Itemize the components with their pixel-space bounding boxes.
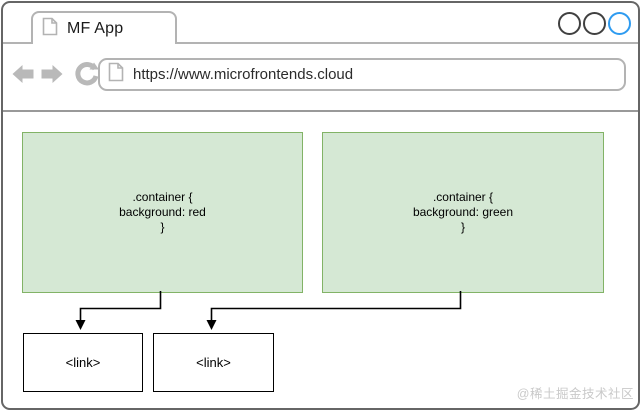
link-tag-box-1: <link> [23,333,143,392]
browser-tab[interactable]: MF App [31,11,177,44]
css-code-line: .container { [432,190,494,204]
css-code-line: .container { [132,190,193,204]
window-control-circle-2[interactable] [583,12,606,35]
url-text: https://www.microfrontends.cloud [133,66,354,83]
page-icon [42,17,58,41]
tab-title: MF App [67,19,124,37]
css-code-line: } [160,220,165,234]
link-tag-label: <link> [65,355,101,370]
link-tag-box-2: <link> [153,333,274,392]
forward-icon[interactable] [40,64,63,89]
tabstrip-divider [3,42,638,44]
nav-icons [12,61,99,91]
link-tag-label: <link> [196,355,231,370]
watermark: @稀土掘金技术社区 [516,387,634,401]
css-code-line: background: red [119,205,206,219]
window-controls [557,12,631,35]
window-control-circle-1[interactable] [558,12,581,35]
url-bar[interactable]: https://www.microfrontends.cloud [98,58,626,91]
page-icon [108,62,124,87]
module-box-green: .container { background: green } [322,132,604,293]
toolbar-divider [3,110,638,112]
back-icon[interactable] [12,64,35,89]
module-box-red: .container { background: red } [22,132,303,293]
window-control-circle-3[interactable] [608,12,631,35]
css-code-line: background: green [412,205,514,219]
css-code-line: } [460,220,465,234]
refresh-icon[interactable] [74,61,99,91]
